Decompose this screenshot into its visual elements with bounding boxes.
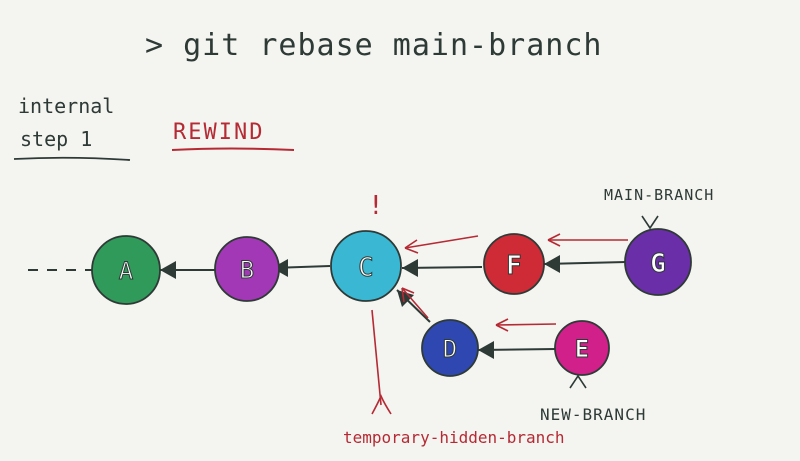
arrowhead-cb — [272, 259, 288, 277]
commit-label-e: E — [575, 335, 589, 363]
rewind-underline — [171, 147, 295, 151]
arrowhead-fc — [402, 259, 418, 277]
temporary-branch-pointer-line — [371, 309, 382, 406]
commit-node-f: F — [483, 233, 545, 295]
rewind-arrow-d — [401, 287, 429, 319]
commit-circle-a — [91, 235, 161, 305]
temporary-branch-label: temporary-hidden-branch — [343, 428, 565, 447]
arrowhead-ed — [478, 341, 494, 359]
commit-node-c: C — [330, 230, 402, 302]
commit-label-f: F — [506, 251, 522, 281]
commit-circle-e — [554, 320, 610, 376]
commit-label-g: G — [650, 249, 666, 279]
rewind-arrow-f-head — [404, 239, 419, 254]
rewind-heading: REWIND — [173, 120, 264, 145]
arrowhead-gf — [544, 255, 560, 273]
commit-circle-c — [330, 230, 402, 302]
main-branch-label: MAIN-BRANCH — [604, 186, 714, 204]
commit-label-d: D — [443, 335, 457, 363]
side-note-underline — [13, 156, 131, 161]
main-branch-pointer — [641, 215, 659, 230]
commit-node-b: B — [214, 236, 280, 302]
commit-circle-g — [624, 228, 692, 296]
new-branch-label: NEW-BRANCH — [540, 405, 646, 424]
commit-circle-d — [421, 319, 479, 377]
commit-node-d: D — [421, 319, 479, 377]
arrowhead-dc — [397, 290, 414, 307]
command-text: > git rebase main-branch — [145, 28, 602, 63]
side-note-line1: internal — [18, 94, 114, 118]
commit-node-e: E — [554, 320, 610, 376]
exclamation-marker: ! — [368, 191, 384, 221]
rewind-arrow-e-head — [495, 318, 509, 332]
ink-arrowheads — [160, 255, 560, 359]
arrowhead-ba — [160, 261, 176, 279]
commit-label-c: C — [358, 253, 374, 283]
commit-nodes: A B C D E F G — [91, 228, 692, 377]
rewind-arrows — [401, 233, 628, 332]
commit-node-g: G — [624, 228, 692, 296]
rewind-arrow-e — [495, 323, 557, 326]
rewind-arrow-f — [404, 235, 479, 249]
commit-node-a: A — [91, 235, 161, 305]
commit-circle-b — [214, 236, 280, 302]
commit-circle-f — [483, 233, 545, 295]
new-branch-pointer — [569, 374, 587, 389]
side-note-line2: step 1 — [20, 127, 92, 151]
commit-label-a: A — [119, 257, 134, 285]
commit-label-b: B — [240, 256, 254, 284]
rewind-arrow-d-head — [401, 287, 415, 303]
rewind-arrow-g-head — [547, 233, 561, 247]
temporary-branch-pointer-head — [371, 393, 392, 415]
